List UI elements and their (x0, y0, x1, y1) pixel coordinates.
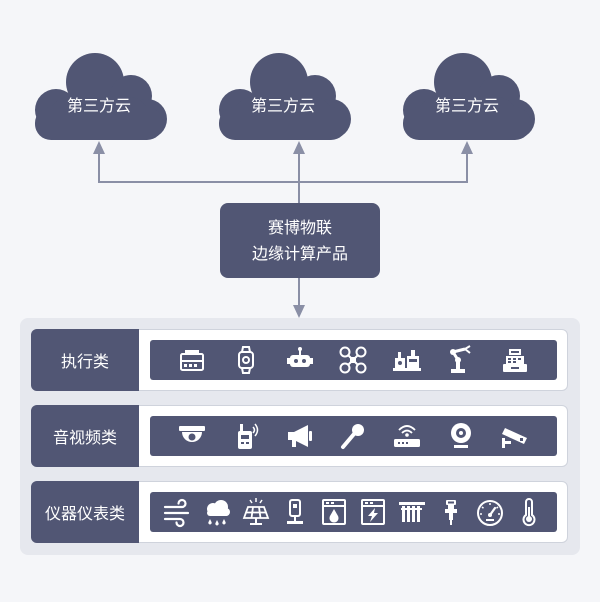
server-rack-icon (176, 344, 208, 376)
row-label: 仪器仪表类 (31, 481, 139, 543)
arrow-up-left (93, 141, 105, 154)
wifi-router-icon (391, 420, 423, 452)
third-party-cloud-2: 第三方云 (213, 52, 353, 142)
water-meter-icon (318, 496, 350, 528)
arrow-up-right (461, 141, 473, 154)
robot-icon (284, 344, 316, 376)
dome-camera-icon (176, 420, 208, 452)
device-row-audio-video: 音视频类 (31, 405, 568, 467)
cloud-icon (35, 53, 167, 140)
robot-arm-icon (445, 344, 477, 376)
cloud-label: 第三方云 (250, 96, 315, 115)
sensor-device-icon (279, 496, 311, 528)
solar-panel-icon (240, 496, 272, 528)
webcam-icon (445, 420, 477, 452)
device-panel: 执行类 音视频类 仪器仪 (20, 318, 580, 555)
cloud-icon (403, 53, 535, 140)
product-name-line1: 赛博物联 (267, 217, 332, 237)
fuel-nozzle-icon (435, 496, 467, 528)
row-label: 音视频类 (31, 405, 139, 467)
thermometer-icon (513, 496, 545, 528)
microphone-icon (337, 420, 369, 452)
megaphone-icon (284, 420, 316, 452)
smart-watch-icon (230, 344, 262, 376)
arrow-up-middle (293, 141, 305, 154)
arrow-down-center (293, 305, 305, 318)
cloud-icon (219, 53, 351, 140)
industrial-machine-icon (391, 344, 423, 376)
icon-strip (150, 340, 557, 380)
edge-computing-product-box: 赛博物联 边缘计算产品 (220, 203, 380, 278)
row-label: 执行类 (31, 329, 139, 391)
icon-strip (150, 416, 557, 456)
electric-meter-icon (357, 496, 389, 528)
device-row-actuators: 执行类 (31, 329, 568, 391)
wind-icon (162, 496, 194, 528)
product-name-line2: 边缘计算产品 (251, 243, 348, 263)
cctv-camera-icon (499, 420, 531, 452)
cloud-label: 第三方云 (66, 96, 131, 115)
walkie-talkie-icon (230, 420, 262, 452)
third-party-cloud-3: 第三方云 (397, 52, 537, 142)
third-party-cloud-1: 第三方云 (29, 52, 169, 142)
device-row-instruments: 仪器仪表类 (31, 481, 568, 543)
cloud-label: 第三方云 (434, 96, 499, 115)
cash-register-icon (499, 344, 531, 376)
speedometer-icon (474, 496, 506, 528)
icon-strip (150, 492, 557, 532)
drone-icon (337, 344, 369, 376)
radiator-icon (396, 496, 428, 528)
rain-cloud-icon (201, 496, 233, 528)
